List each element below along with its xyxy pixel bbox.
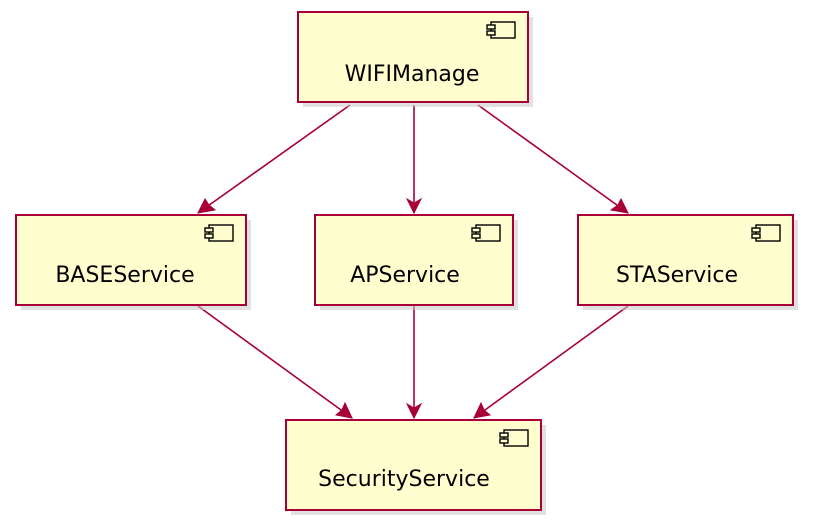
edge-base-to-sec — [197, 305, 353, 419]
component-wifimanage[interactable]: WIFIManage — [297, 11, 533, 107]
component-label: BASEService — [55, 263, 194, 288]
component-icon — [486, 21, 516, 39]
component-label: APService — [350, 263, 460, 288]
component-icon — [499, 429, 529, 447]
component-icon — [751, 224, 781, 242]
component-icon — [471, 224, 501, 242]
component-apservice[interactable]: APService — [314, 214, 518, 310]
component-staservice[interactable]: STAService — [577, 214, 798, 310]
component-label: SecurityService — [318, 467, 490, 492]
component-securityservice[interactable]: SecurityService — [285, 419, 546, 515]
component-label: WIFIManage — [345, 62, 480, 87]
edge-wifi-to-base — [197, 104, 351, 214]
edge-wifi-to-ap — [405, 105, 423, 215]
edge-wifi-to-sta — [477, 104, 629, 214]
edge-sta-to-sec — [473, 305, 629, 419]
edge-ap-to-sec — [405, 306, 423, 420]
edges — [197, 104, 629, 420]
component-baseservice[interactable]: BASEService — [15, 214, 251, 310]
component-icon — [204, 224, 234, 242]
component-label: STAService — [616, 263, 738, 288]
